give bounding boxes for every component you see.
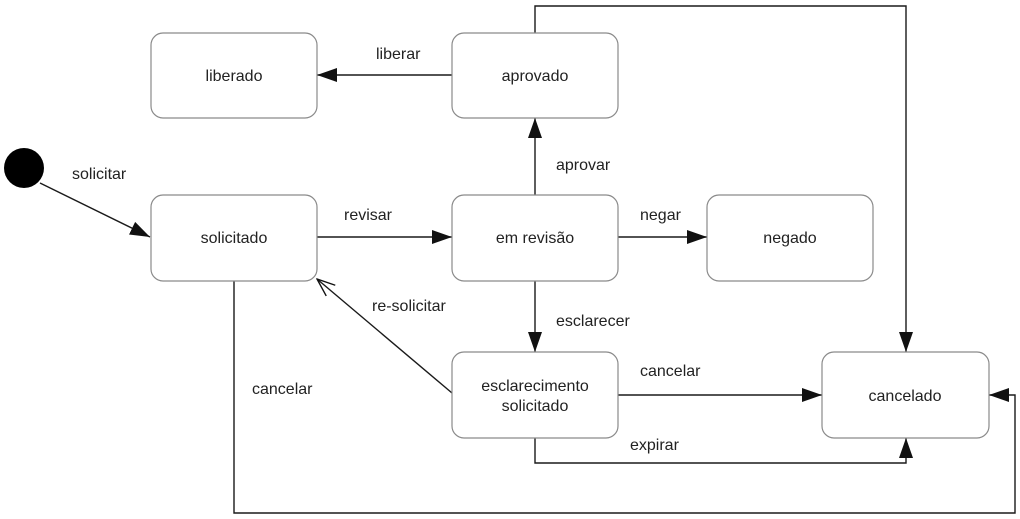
state-label: em revisão — [496, 230, 574, 247]
label-cancelar-left: cancelar — [252, 381, 313, 398]
state-label: liberado — [206, 68, 263, 85]
label-liberar: liberar — [376, 46, 421, 63]
state-solicitado: solicitado — [150, 194, 318, 282]
label-aprovar: aprovar — [556, 157, 611, 174]
label-revisar: revisar — [344, 207, 393, 224]
initial-node — [4, 148, 44, 188]
edge-solicitar — [39, 182, 151, 238]
state-label-line1: esclarecimento — [481, 378, 589, 395]
edge-expirar — [534, 438, 913, 464]
edge-re-solicitar — [317, 279, 453, 394]
label-negar: negar — [640, 207, 682, 224]
label-expirar: expirar — [630, 437, 680, 454]
edge-aprovado-cancelado — [534, 5, 913, 352]
state-cancelado: cancelado — [821, 351, 990, 439]
edge-cancelar-left — [233, 281, 1016, 514]
state-esclarecimento-solicitado: esclarecimento solicitado — [451, 351, 619, 439]
state-aprovado: aprovado — [451, 32, 619, 119]
state-label: solicitado — [201, 230, 268, 247]
state-negado: negado — [706, 194, 874, 282]
label-re-solicitar: re-solicitar — [372, 298, 446, 315]
label-esclarecer: esclarecer — [556, 313, 630, 330]
state-em-revisao: em revisão — [451, 194, 619, 282]
label-cancelar-right: cancelar — [640, 363, 701, 380]
state-label: aprovado — [502, 68, 569, 85]
state-label: negado — [763, 230, 816, 247]
state-liberado: liberado — [150, 32, 318, 119]
state-label: cancelado — [869, 388, 942, 405]
label-solicitar: solicitar — [72, 166, 127, 183]
state-label-line2: solicitado — [502, 398, 569, 415]
